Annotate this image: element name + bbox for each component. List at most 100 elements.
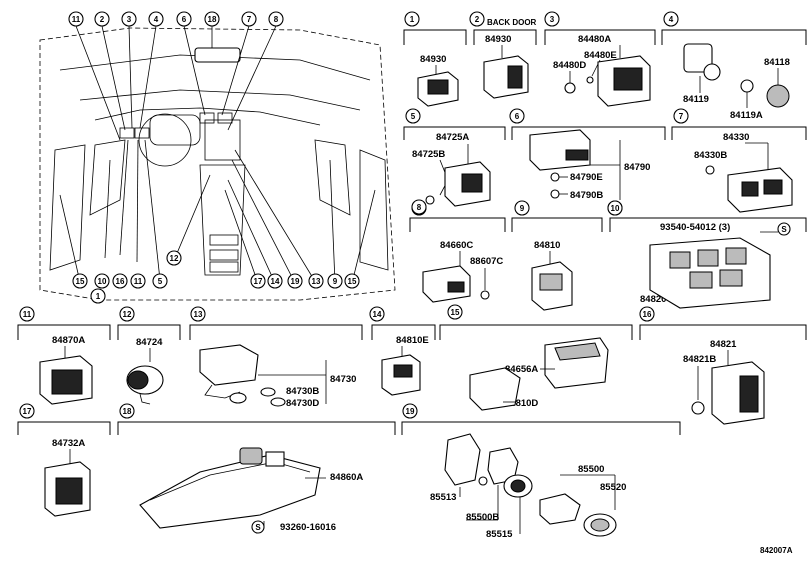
- part-number: 84656A: [505, 364, 538, 375]
- callout-label: 12: [170, 254, 179, 263]
- right-door-panel: [314, 139, 351, 216]
- callout-label: 3: [127, 15, 132, 24]
- section-number: 3: [550, 15, 555, 24]
- back-door-label: BACK DOOR: [487, 18, 537, 27]
- steering-wheel: [138, 113, 192, 167]
- callout-label: 18: [208, 15, 217, 24]
- section-number: 11: [23, 310, 32, 319]
- left-door-panel: [89, 139, 126, 216]
- section-11: 84870A: [39, 335, 93, 405]
- callout-label: 2: [100, 15, 105, 24]
- part-number: 84810: [534, 240, 560, 251]
- section-number: 17: [23, 407, 32, 416]
- section-20: 85513 85500B 85515 85500 85520: [430, 433, 626, 540]
- part-number: 84730: [330, 374, 356, 385]
- section-10: 93540-54012 (3) 84820: [640, 222, 778, 309]
- part-number: 93540-54012 (3): [660, 222, 730, 233]
- part-number: 84730B: [286, 386, 319, 397]
- part-number: 84725B: [412, 149, 445, 160]
- callout-label: 10: [98, 277, 107, 286]
- section-4: 84118 84119 84119A: [683, 43, 790, 121]
- part-number: 84480A: [578, 34, 611, 45]
- section-number: 2: [475, 15, 480, 24]
- part-number: 84860A: [330, 472, 363, 483]
- section-9: 84810: [531, 240, 573, 311]
- part-number: 85500B: [466, 512, 499, 523]
- section-18: 84860A 93260-16016 S: [139, 447, 363, 534]
- callout-label: 14: [271, 277, 280, 286]
- section-frames: [17, 29, 807, 435]
- section-number: 5: [411, 112, 416, 121]
- callout-label: 9: [333, 277, 338, 286]
- part-number: 84821B: [683, 354, 716, 365]
- section-14: 84810E: [381, 335, 429, 396]
- section-number: 19: [406, 407, 415, 416]
- callout-label: 13: [312, 277, 321, 286]
- section-12: 84724: [126, 337, 164, 405]
- section-number: 15: [451, 308, 460, 317]
- section-17: 84732A: [44, 438, 91, 517]
- section-number: 13: [194, 310, 203, 319]
- part-number: 84732A: [52, 438, 85, 449]
- part-number: 84118: [764, 57, 790, 68]
- part-number: 84119: [683, 94, 709, 105]
- part-number: 84820: [640, 294, 666, 305]
- part-number: 84119A: [730, 110, 763, 121]
- part-number: 85520: [600, 482, 626, 493]
- callout-label: 15: [76, 277, 85, 286]
- section-6: 84790 84790E 84790B 10: [529, 129, 650, 216]
- section-13: 84730 84730B 84730D: [199, 344, 356, 409]
- instrument-cluster: [149, 114, 201, 146]
- section-number: 8: [417, 203, 422, 212]
- section-15: 84660C 88607C: [422, 240, 503, 303]
- section-number: 7: [679, 112, 684, 121]
- callout-label: 5: [158, 277, 163, 286]
- part-number: 88607C: [470, 256, 503, 267]
- center-console: [199, 164, 246, 276]
- section-number: 4: [669, 15, 674, 24]
- callout-label: 15: [348, 277, 357, 286]
- interior-overview: 11 2 3 4 6 18 7 8 1 10 16 11 5 12 14 17 …: [39, 11, 396, 304]
- callout-label: 1: [96, 292, 101, 301]
- screw-symbol: S: [255, 523, 261, 532]
- part-number: 84930: [485, 34, 511, 45]
- screw-symbol: S: [781, 225, 787, 234]
- part-number: 84790B: [570, 190, 603, 201]
- callout-label: 6: [182, 15, 187, 24]
- part-number: 84810E: [396, 335, 429, 346]
- drawing-code: 842007A: [760, 546, 793, 555]
- section-16: 84821 84821B: [683, 339, 765, 425]
- part-number: 84480D: [553, 60, 586, 71]
- part-number: 84330: [723, 132, 749, 143]
- callout-label: 17: [254, 277, 263, 286]
- section-5: 84725A 84725B 8: [411, 132, 491, 215]
- part-number: 84725A: [436, 132, 469, 143]
- callout-label: 16: [116, 277, 125, 286]
- part-number: 85500: [578, 464, 604, 475]
- section-3: 84480A 84480E 84480D: [553, 34, 651, 107]
- callout-label: 11: [134, 277, 143, 286]
- callout-label: 7: [247, 15, 252, 24]
- section-number: 16: [643, 310, 652, 319]
- part-number: 84790E: [570, 172, 603, 183]
- section-number: 6: [515, 112, 520, 121]
- part-number: 84810D: [505, 398, 538, 409]
- callout-label: 19: [291, 277, 300, 286]
- section-7: 84330 84330B: [694, 132, 793, 213]
- part-number: 84724: [136, 337, 163, 348]
- part-number: 84730D: [286, 398, 319, 409]
- section-number: 10: [611, 204, 620, 213]
- section-number: 18: [123, 407, 132, 416]
- center-stack: [204, 119, 241, 161]
- section-number: 9: [520, 204, 525, 213]
- part-number: 84330B: [694, 150, 727, 161]
- callout-label: 4: [154, 15, 159, 24]
- part-number: 84660C: [440, 240, 473, 251]
- section-number: 1: [410, 15, 415, 24]
- section-1: 84930: [417, 54, 459, 107]
- callout-label: 11: [72, 15, 81, 24]
- section-19: 84656A 84810D: [469, 337, 609, 411]
- part-number: 84930: [420, 54, 446, 65]
